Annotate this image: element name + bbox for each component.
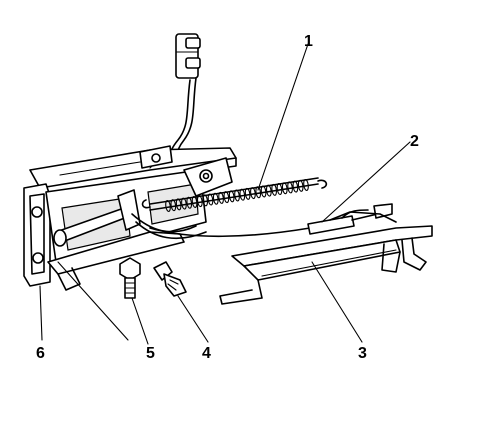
spring-coil <box>276 183 283 196</box>
callout-6: 6 <box>36 345 45 362</box>
spring-coil <box>175 198 182 211</box>
callout-3: 3 <box>358 345 367 362</box>
harness-connector <box>175 33 201 79</box>
spring-coil <box>271 183 278 196</box>
spring-coil <box>212 192 219 205</box>
seat-track-rail <box>219 211 433 305</box>
spring-coil <box>239 188 246 201</box>
spring-coil <box>191 195 198 208</box>
spring-coil <box>202 194 209 207</box>
spring-coil <box>196 195 203 208</box>
callout-4: 4 <box>202 345 211 362</box>
callout-1: 1 <box>304 33 313 50</box>
spring-coil <box>250 187 256 200</box>
spring-coil <box>244 187 251 200</box>
tension-spring <box>141 177 328 213</box>
bolt-4 <box>153 261 187 297</box>
spring-coil <box>181 197 187 210</box>
bolt-5 <box>119 257 141 299</box>
spring-coil <box>170 199 177 212</box>
callout-2: 2 <box>410 133 419 150</box>
spring-coil <box>234 189 240 202</box>
spring-coil <box>186 196 193 209</box>
spring-coil <box>297 179 304 192</box>
leader-lines <box>39 43 411 345</box>
spring-coil <box>207 193 214 206</box>
wire-harness <box>165 33 201 167</box>
spring-coil <box>303 178 309 192</box>
spring-coil <box>292 180 299 193</box>
spring-coil <box>218 191 224 204</box>
spring-coil <box>228 190 235 203</box>
seat-adjuster-frame <box>23 145 237 291</box>
spring-coil <box>223 191 230 204</box>
callout-5: 5 <box>146 345 155 362</box>
spring-coil <box>165 199 171 213</box>
spring-coil <box>260 185 267 198</box>
spring-coil <box>281 182 288 195</box>
spring-coil <box>287 181 293 194</box>
spring-coil <box>255 186 262 199</box>
spring-coil <box>265 184 272 197</box>
